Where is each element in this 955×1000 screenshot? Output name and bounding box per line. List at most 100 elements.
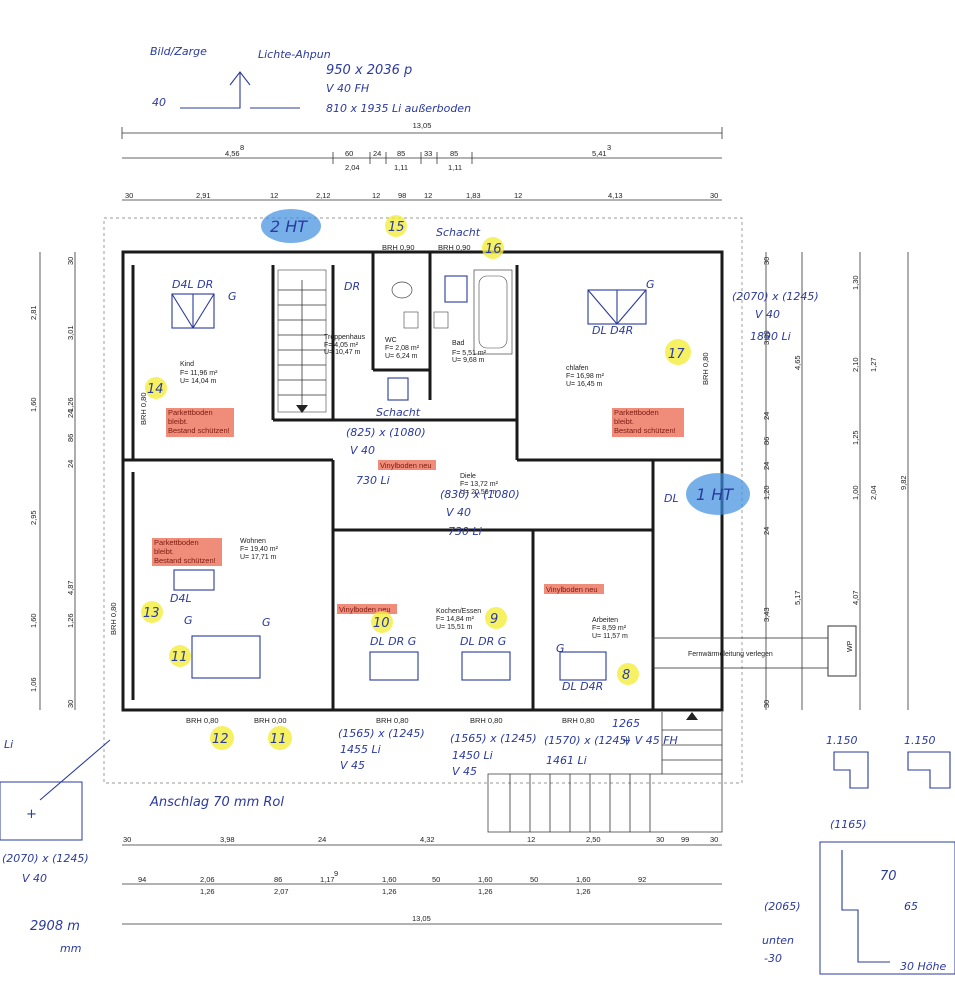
room-wc-perimeter: U= 6,24 m bbox=[385, 353, 418, 360]
hw-g-wohnen-1: G bbox=[184, 614, 193, 627]
room-wc-area: F= 2,08 m² bbox=[385, 345, 420, 352]
note-kochen-vinyl: Vinylboden neu bbox=[339, 605, 391, 614]
hw-dl-dr-kind: D4L DR bbox=[172, 278, 213, 291]
marker-11: 11 bbox=[270, 732, 287, 747]
note-kind-parkett-3: Bestand schützen! bbox=[168, 426, 230, 435]
hw-d4l-wohnen: D4L bbox=[170, 592, 192, 605]
marker-16: 16 bbox=[485, 242, 502, 257]
room-arbeiten-area: F= 8,59 m² bbox=[592, 625, 627, 632]
dim-bot2-d: 1,17 bbox=[320, 875, 335, 884]
room-kind-perimeter: U= 14,04 m bbox=[180, 378, 217, 385]
marker-17: 17 bbox=[668, 347, 685, 362]
dim-bot3-e: 1,26 bbox=[576, 887, 591, 896]
hw-g-kind: G bbox=[228, 290, 237, 303]
marker-11-b: 11 bbox=[171, 650, 188, 665]
dim-right-e: 2,10 bbox=[851, 357, 860, 372]
room-arbeiten-perimeter: U= 11,57 m bbox=[592, 633, 628, 640]
marker-15: 15 bbox=[388, 220, 405, 235]
dim-right-l: 1,00 bbox=[851, 485, 860, 500]
hw-2070-right: (2070) x (1245) bbox=[732, 290, 819, 303]
staircase bbox=[277, 269, 327, 413]
dim-bot1-a: 30 bbox=[123, 835, 131, 844]
dim-left-g: 86 bbox=[66, 434, 75, 442]
note-wohnen-parkett-1: Parkettboden bbox=[154, 538, 199, 547]
right-dimension-chains: 30 1,30 3,00 4,65 2,10 1,27 24 86 1,25 2… bbox=[762, 252, 909, 710]
dim-bot1-f: 2,50 bbox=[586, 835, 601, 844]
room-kind-area: F= 11,96 m² bbox=[180, 370, 218, 377]
hw-schacht-mid: Schacht bbox=[376, 406, 421, 419]
dim-bot1-h: 99 bbox=[681, 835, 689, 844]
dim-bot2-f: 50 bbox=[432, 875, 440, 884]
brh-wohnen-side: BRH 0,80 bbox=[109, 602, 118, 635]
dim-top3-d: 2,12 bbox=[316, 191, 331, 200]
dim-bot3-c: 1,26 bbox=[382, 887, 397, 896]
hw-70: 70 bbox=[880, 869, 897, 884]
room-bad-perimeter: U= 9,68 m bbox=[452, 357, 485, 364]
note-schlafen-parkett-3: Bestand schützen! bbox=[614, 426, 676, 435]
dim-top1-d: 85 bbox=[397, 149, 405, 158]
hw-830: (830) x (1080) bbox=[440, 488, 520, 501]
hw-lichte: Lichte-Ahpun bbox=[258, 48, 331, 61]
hw-schacht-top: Schacht bbox=[436, 226, 481, 239]
hw-dl-dr-g-kochen: DL DR G bbox=[370, 635, 416, 648]
dim-bot1-i: 30 bbox=[710, 835, 718, 844]
brh-labels: BRH 0,90 BRH 0,90 BRH 0,80 BRH 0,80 BRH … bbox=[109, 243, 710, 725]
dim-bot2-e: 1,60 bbox=[382, 875, 397, 884]
room-kochen-area: F= 14,84 m² bbox=[436, 616, 475, 623]
dim-bot2-b: 2,06 bbox=[200, 875, 215, 884]
bathroom-fixtures bbox=[391, 269, 513, 355]
room-treppenhaus-perimeter: U= 10,47 m bbox=[324, 349, 361, 356]
dim-right-c: 3,00 bbox=[762, 330, 771, 345]
room-wohnen-perimeter: U= 17,71 m bbox=[240, 554, 277, 561]
dim-right-j: 24 bbox=[762, 462, 771, 470]
wp-label: WP bbox=[847, 640, 854, 652]
dim-left-n: 30 bbox=[66, 700, 75, 708]
dim-bot1-c: 24 bbox=[318, 835, 326, 844]
walls bbox=[121, 250, 724, 712]
note-schlafen-parkett-1: Parkettboden bbox=[614, 408, 659, 417]
dim-bot2-d-sup: 9 bbox=[334, 869, 338, 878]
top-dimension-chains: 13,05 4,56 8 60 24 85 33 85 5,41 3 2,04 … bbox=[121, 121, 723, 201]
hw-1570: (1570) x (1245) bbox=[544, 734, 631, 747]
dim-bot2-a: 94 bbox=[138, 875, 146, 884]
dim-total-top: 13,05 bbox=[413, 121, 432, 130]
hw-1ht: 1 HT bbox=[696, 485, 734, 504]
dim-top1-b: 60 bbox=[345, 149, 353, 158]
hw-2070-left: (2070) x (1245) bbox=[2, 852, 89, 865]
hw-1455: 1455 Li bbox=[340, 743, 381, 756]
dim-top3-f: 98 bbox=[398, 191, 406, 200]
hw-825: (825) x (1080) bbox=[346, 426, 426, 439]
window-sketches bbox=[171, 275, 647, 681]
dim-top3-j: 4,13 bbox=[608, 191, 623, 200]
dim-bot2-i: 1,60 bbox=[576, 875, 591, 884]
hw-v40-left: V 40 bbox=[22, 872, 47, 885]
dim-left-h: 24 bbox=[66, 460, 75, 468]
room-kind-name: Kind bbox=[180, 361, 194, 368]
dim-top3-h: 1,83 bbox=[466, 191, 481, 200]
marker-13: 13 bbox=[143, 606, 160, 621]
room-wohnen-name: Wohnen bbox=[240, 538, 266, 545]
dim-right-o: 24 bbox=[762, 527, 771, 535]
room-wohnen-area: F= 19,40 m² bbox=[240, 546, 279, 553]
room-kochen-name: Kochen/Essen bbox=[436, 608, 481, 615]
hw-bild-zarge: Bild/Zarge bbox=[150, 45, 207, 58]
dim-top3-g: 12 bbox=[424, 191, 432, 200]
room-wc-name: WC bbox=[385, 337, 397, 344]
dim-right-r: 4,07 bbox=[851, 590, 860, 605]
dim-left-j: 4,87 bbox=[66, 580, 75, 595]
dim-top1-c: 24 bbox=[373, 149, 381, 158]
brh-arbeiten: BRH 0,80 bbox=[562, 716, 595, 725]
brh-schlafen: BRH 0,80 bbox=[701, 352, 710, 385]
room-schlafen-area: F= 16,98 m² bbox=[566, 373, 605, 380]
dim-top3-a: 30 bbox=[125, 191, 133, 200]
note-schlafen-parkett-2: bleibt. bbox=[614, 417, 634, 426]
hw-2065: (2065) bbox=[764, 900, 801, 913]
hw-plus-box: + bbox=[26, 807, 37, 822]
dim-top3-b: 2,91 bbox=[196, 191, 211, 200]
dim-right-p: 3,43 bbox=[762, 607, 771, 622]
note-kind-parkett-2: bleibt. bbox=[168, 417, 188, 426]
hw-g-arbeiten: G bbox=[556, 642, 565, 655]
dim-total-bottom: 13,05 bbox=[412, 914, 431, 923]
marker-14: 14 bbox=[147, 382, 164, 397]
note-arbeiten-vinyl: Vinylboden neu bbox=[546, 585, 598, 594]
